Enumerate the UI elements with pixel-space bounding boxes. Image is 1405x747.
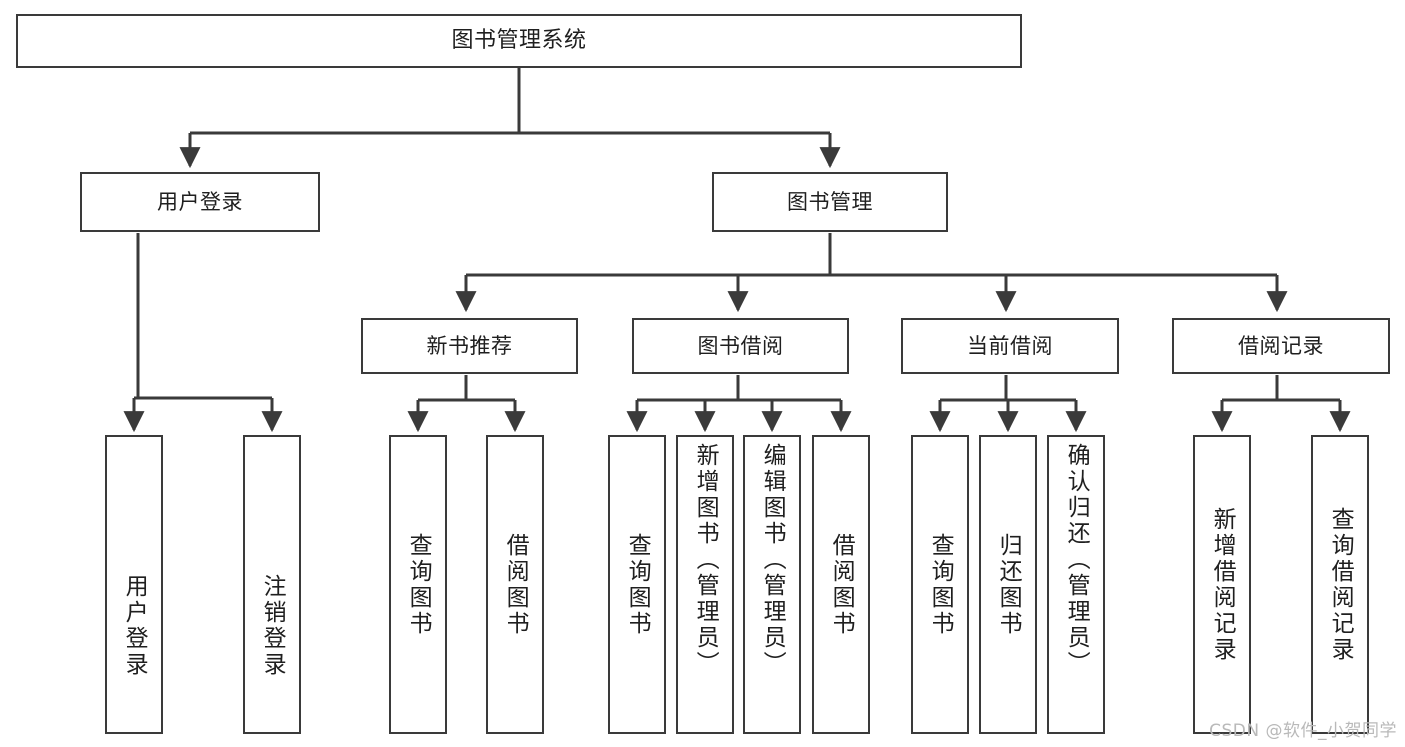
node-user-login-label: 用户登录	[157, 189, 243, 214]
leaf-user-login-label: 用户登录	[121, 574, 148, 678]
node-user-login[interactable]: 用户登录	[80, 172, 320, 232]
node-borrow-record[interactable]: 借阅记录	[1172, 318, 1390, 374]
leaf-return-book-label: 归还图书	[995, 532, 1022, 637]
node-root[interactable]: 图书管理系统	[16, 14, 1022, 68]
leaf-logout-login[interactable]: 注销登录	[243, 435, 301, 734]
node-book-borrow[interactable]: 图书借阅	[632, 318, 849, 374]
leaf-edit-book[interactable]: 编辑图书（管理员）	[743, 435, 801, 734]
node-root-label: 图书管理系统	[451, 28, 587, 54]
leaf-edit-book-label: 编辑图书（管理员）	[759, 443, 786, 677]
leaf-add-book[interactable]: 新增图书（管理员）	[676, 435, 734, 734]
node-new-book-recommend-label: 新书推荐	[426, 333, 513, 358]
leaf-query-book-2[interactable]: 查询图书	[608, 435, 666, 734]
leaf-borrow-book-2-label: 借阅图书	[828, 532, 855, 637]
leaf-query-book-3-label: 查询图书	[927, 532, 954, 637]
leaf-borrow-book-2[interactable]: 借阅图书	[812, 435, 870, 734]
leaf-logout-login-label: 注销登录	[259, 574, 286, 678]
leaf-query-book-1[interactable]: 查询图书	[389, 435, 447, 734]
node-book-borrow-label: 图书借阅	[697, 333, 784, 358]
leaf-user-login[interactable]: 用户登录	[105, 435, 163, 734]
leaf-query-book-2-label: 查询图书	[624, 532, 651, 637]
leaf-add-record[interactable]: 新增借阅记录	[1193, 435, 1251, 734]
node-book-manage-label: 图书管理	[787, 189, 873, 214]
leaf-query-record-label: 查询借阅记录	[1327, 506, 1354, 663]
node-new-book-recommend[interactable]: 新书推荐	[361, 318, 578, 374]
node-current-borrow[interactable]: 当前借阅	[901, 318, 1119, 374]
leaf-borrow-book-1-label: 借阅图书	[502, 532, 529, 637]
leaf-borrow-book-1[interactable]: 借阅图书	[486, 435, 544, 734]
node-book-manage[interactable]: 图书管理	[712, 172, 948, 232]
leaf-add-book-label: 新增图书（管理员）	[692, 443, 719, 677]
node-current-borrow-label: 当前借阅	[967, 333, 1053, 358]
leaf-query-record[interactable]: 查询借阅记录	[1311, 435, 1369, 734]
leaf-query-book-3[interactable]: 查询图书	[911, 435, 969, 734]
leaf-query-book-1-label: 查询图书	[405, 532, 432, 637]
leaf-confirm-return-label: 确认归还（管理员）	[1063, 443, 1090, 677]
node-borrow-record-label: 借阅记录	[1238, 333, 1324, 358]
leaf-return-book[interactable]: 归还图书	[979, 435, 1037, 734]
leaf-add-record-label: 新增借阅记录	[1209, 506, 1236, 663]
leaf-confirm-return[interactable]: 确认归还（管理员）	[1047, 435, 1105, 734]
